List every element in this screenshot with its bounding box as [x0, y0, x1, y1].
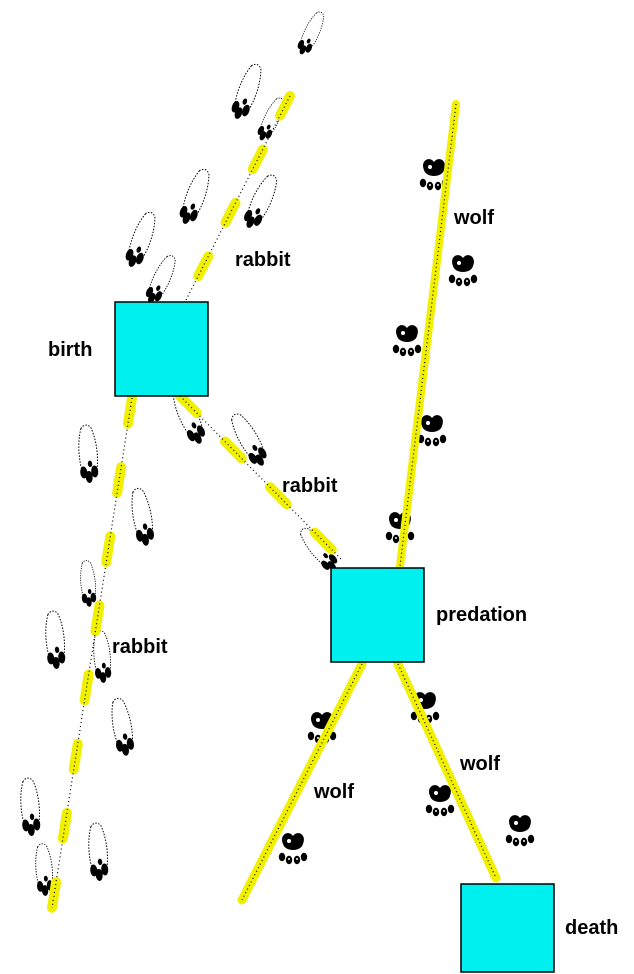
wolf-paw-print-icon — [392, 325, 422, 357]
rabbit-paw-print-icon — [42, 609, 68, 671]
rabbit-paw-print-icon — [239, 171, 283, 233]
rabbit-paw-print-icon — [175, 165, 215, 228]
rabbit-paw-print-icon — [107, 696, 137, 758]
rabbit-middle-label: rabbit — [282, 475, 338, 497]
wolf-paw-print-icon — [425, 785, 455, 817]
wolf-lower-left-label: wolf — [313, 781, 354, 803]
rabbit-tracks — [17, 8, 343, 897]
wolf-top-label: wolf — [453, 207, 494, 229]
rabbit-paw-print-icon — [142, 251, 181, 308]
predation-event-box — [330, 567, 425, 663]
trajectories — [47, 91, 501, 913]
rabbit-trajectory-left — [47, 393, 137, 913]
rabbit-paw-print-icon — [75, 423, 101, 485]
rabbit-paw-print-icon — [78, 559, 98, 608]
wolf-paw-print-icon — [417, 415, 447, 447]
rabbit-left-label: rabbit — [112, 636, 168, 658]
death-label: death — [565, 917, 618, 939]
wolf-paw-print-icon — [448, 255, 478, 287]
rabbit-paw-print-icon — [127, 486, 157, 548]
wolf-paw-print-icon — [278, 833, 308, 865]
death-event-box — [460, 883, 555, 973]
wolf-lower-right-label: wolf — [459, 753, 500, 775]
rabbit-paw-print-icon — [17, 776, 43, 838]
predation-label: predation — [436, 604, 527, 626]
rabbit-paw-print-icon — [294, 8, 329, 58]
birth-label: birth — [48, 339, 92, 361]
wolf-paw-print-icon — [505, 815, 535, 847]
rabbit-paw-print-icon — [225, 409, 272, 471]
rabbit-paw-print-icon — [85, 821, 111, 883]
birth-event-box — [114, 301, 209, 397]
rabbit-paw-print-icon — [90, 629, 113, 684]
rabbit-paw-print-icon — [121, 208, 161, 271]
rabbit-top-label: rabbit — [235, 249, 291, 271]
rabbit-paw-print-icon — [227, 60, 267, 123]
